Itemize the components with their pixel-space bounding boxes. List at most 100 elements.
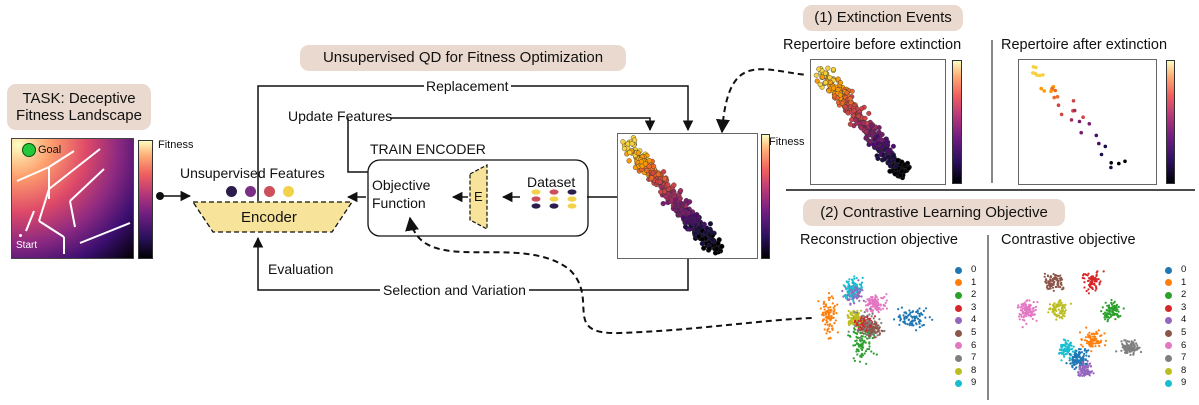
- embedding-point: [1089, 365, 1093, 368]
- repertoire-point: [901, 162, 907, 168]
- legend-item: 3: [1165, 302, 1186, 315]
- repertoire-point: [885, 142, 891, 148]
- repertoire-point: [1053, 88, 1058, 93]
- embedding-point: [856, 297, 859, 300]
- embedding-point: [867, 323, 870, 326]
- embedding-point: [911, 320, 914, 323]
- embedding-point: [859, 355, 862, 358]
- contrastive-title: (2) Contrastive Learning Objective: [803, 199, 1065, 226]
- embedding-point: [907, 318, 910, 322]
- repertoire-point: [646, 163, 652, 170]
- extinction-link-dashed: [715, 68, 808, 134]
- legend-label: 4: [971, 314, 977, 326]
- embedding-point: [1115, 306, 1118, 309]
- repertoire-point: [813, 72, 819, 78]
- embedding-point: [847, 330, 850, 333]
- legend-item: 6: [1165, 340, 1186, 353]
- embedding-point: [1082, 361, 1085, 364]
- embedding-point: [1084, 336, 1087, 339]
- legend-label: 0: [1181, 264, 1187, 275]
- embedding-point: [1051, 311, 1054, 314]
- embedding-point: [1020, 313, 1023, 316]
- embedding-point: [1115, 309, 1118, 313]
- embedding-point: [869, 328, 872, 331]
- embedding-point: [871, 298, 874, 301]
- embedding-point: [874, 326, 878, 329]
- embedding-point: [864, 320, 867, 323]
- embedding-point: [864, 335, 867, 338]
- repertoire-point: [1055, 95, 1060, 99]
- repertoire-point: [817, 81, 823, 87]
- embedding-point: [878, 333, 881, 336]
- replacement-label: Replacement: [424, 78, 511, 94]
- repertoire-point: [1031, 65, 1036, 69]
- embedding-point: [853, 302, 856, 305]
- embedding-point: [1088, 331, 1091, 334]
- embedding-point: [831, 327, 834, 330]
- dataset-item: [567, 196, 577, 202]
- embedding-point: [823, 308, 826, 311]
- embedding-point: [847, 309, 850, 313]
- legend-swatch: [955, 342, 962, 350]
- embedding-point: [868, 300, 871, 303]
- embedding-point: [858, 299, 861, 302]
- embedding-point: [1050, 282, 1053, 285]
- embedding-point: [1109, 307, 1112, 310]
- embedding-point: [859, 288, 862, 291]
- legend-swatch: [1165, 367, 1172, 375]
- embedding-point: [833, 304, 836, 308]
- repertoire-point: [638, 159, 645, 165]
- embedding-point: [855, 313, 858, 316]
- embedding-point: [1089, 370, 1092, 373]
- embedding-point: [1055, 278, 1058, 281]
- embedding-point: [1021, 326, 1024, 329]
- legend-item: 5: [955, 327, 976, 340]
- embedding-point: [1098, 344, 1101, 348]
- embedding-point: [1078, 352, 1081, 355]
- embedding-point: [1079, 348, 1082, 351]
- embedding-point: [854, 317, 857, 320]
- after-extinction-label: Repertoire after extinction: [1001, 37, 1168, 53]
- embedding-point: [1106, 304, 1109, 307]
- embedding-point: [868, 342, 871, 345]
- repertoire-point: [831, 85, 837, 91]
- embedding-point: [1052, 273, 1055, 276]
- repertoire-point: [642, 161, 649, 167]
- embedding-point: [877, 303, 880, 306]
- embedding-point: [913, 319, 916, 322]
- repertoire-point: [1099, 152, 1104, 157]
- dataset-item: [531, 189, 541, 195]
- embedding-point: [823, 328, 826, 331]
- embedding-point: [1103, 311, 1107, 314]
- repertoire-point: [879, 137, 885, 143]
- embedding-point: [880, 329, 883, 332]
- embedding-point: [1062, 349, 1065, 352]
- embedding-point: [1070, 348, 1073, 351]
- embedding-point: [1064, 309, 1067, 312]
- embedding-point: [1103, 344, 1107, 347]
- repertoire-point: [626, 158, 632, 164]
- embedding-point: [1097, 340, 1100, 343]
- embedding-point: [1065, 352, 1068, 356]
- embedding-point: [1024, 306, 1027, 309]
- repertoire-point: [1094, 133, 1099, 138]
- embedding-point: [900, 306, 903, 309]
- embedding-point: [1088, 284, 1091, 287]
- embedding-point: [1080, 360, 1083, 363]
- repertoire-point: [814, 78, 820, 84]
- embedding-point: [1068, 353, 1071, 356]
- legend-label: 1: [971, 276, 977, 288]
- embedding-point: [1115, 350, 1118, 353]
- embedding-point: [860, 281, 864, 284]
- embedding-point: [1098, 341, 1101, 344]
- embedding-point: [855, 348, 858, 351]
- embedding-point: [880, 321, 883, 325]
- legend-swatch: [1165, 266, 1172, 274]
- embedding-point: [1043, 272, 1047, 275]
- main-fitness-colorbar: [761, 134, 770, 259]
- embedding-point: [878, 307, 881, 310]
- repertoire-point: [899, 168, 905, 174]
- embedding-point: [1087, 279, 1090, 282]
- embedding-point: [1036, 301, 1039, 304]
- repertoire-point: [1109, 165, 1113, 170]
